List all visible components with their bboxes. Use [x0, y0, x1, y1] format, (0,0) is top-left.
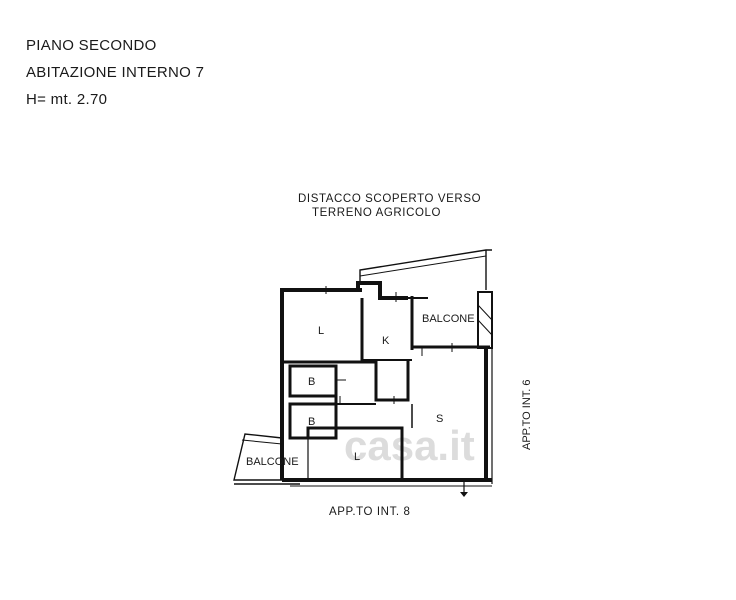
room-balcony-top: BALCONE: [422, 313, 475, 325]
room-living: L: [318, 325, 324, 337]
neighbor-int-8-label: APP.TO INT. 8: [329, 506, 411, 518]
top-note-line-1: DISTACCO SCOPERTO VERSO: [298, 193, 482, 205]
room-bath-1: B: [308, 376, 315, 388]
room-balcony-bottom: BALCONE: [246, 456, 299, 468]
top-balcony-railing: [359, 249, 492, 290]
bottom-balcony: [233, 433, 300, 485]
unit-label: ABITAZIONE INTERNO 7: [26, 64, 205, 81]
height-label: H= mt. 2.70: [26, 91, 108, 108]
floor-label: PIANO SECONDO: [26, 37, 157, 54]
room-soggiorno: S: [436, 413, 443, 425]
watermark-text: casa.it: [344, 422, 475, 469]
interior-walls: [282, 286, 468, 497]
room-living-2: L: [354, 451, 360, 463]
neighbor-int-6-label: APP.TO INT. 6: [521, 379, 533, 450]
outer-walls: [280, 281, 493, 487]
room-bath-2: B: [308, 416, 315, 428]
room-kitchen: K: [382, 335, 390, 347]
top-note-line-2: TERRENO AGRICOLO: [312, 207, 442, 219]
